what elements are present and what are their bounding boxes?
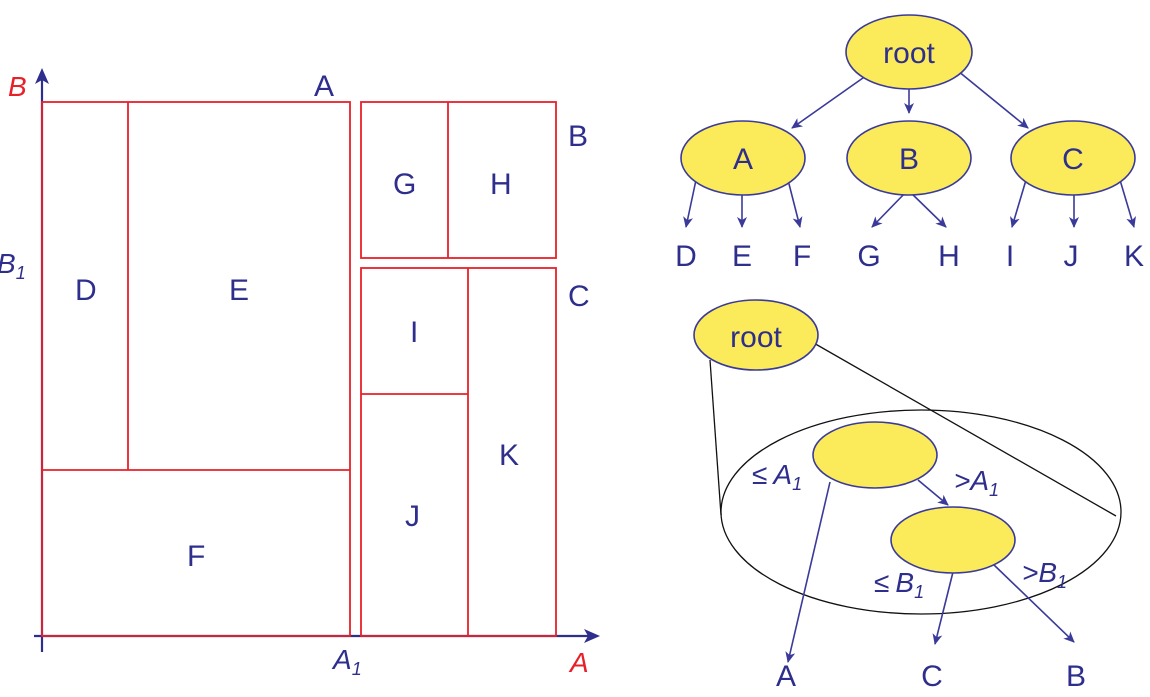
tree-node-c-label: C: [1062, 143, 1084, 176]
x-axis-arrowhead: [584, 629, 600, 643]
edge-root-c: [957, 70, 1029, 129]
leaf-h: H: [938, 240, 960, 273]
group-label-a: A: [314, 70, 334, 103]
split-y-var: B: [0, 248, 16, 279]
region-group-c: [360, 267, 557, 637]
group-label-b: B: [568, 120, 588, 153]
decision-node-b1: [890, 506, 1016, 574]
leaf-f: F: [793, 240, 811, 273]
cond-gt-b1-op: >: [1022, 557, 1038, 588]
leaf-g: G: [857, 240, 880, 273]
region-label-e: E: [229, 274, 249, 307]
edge-c-k: [1119, 179, 1136, 228]
leaf-k: K: [1124, 240, 1144, 273]
y-axis-arrowhead: [35, 68, 49, 84]
decision-leaf-b: B: [1066, 660, 1086, 692]
edge-b-h: [907, 189, 947, 228]
edge-root-a: [791, 72, 871, 129]
region-label-g: G: [393, 168, 416, 201]
decision-tree: root ≤A1 >A1 ≤B1 >B1 A C B: [693, 299, 1122, 693]
split-y-label: B1: [0, 248, 26, 283]
edge-gt-b1: [992, 563, 1075, 643]
cond-gt-a1-sub: 1: [989, 480, 999, 500]
cond-le-a1-op: ≤: [752, 459, 767, 490]
edge-a-f: [787, 179, 803, 228]
cond-gt-a1-var: A: [968, 465, 989, 496]
split-x-label: A1: [331, 644, 362, 679]
tree-node-c: [1010, 120, 1136, 196]
region-label-d: D: [75, 274, 97, 307]
split-x-subscript: 1: [352, 659, 362, 679]
tree-node-a-label: A: [733, 143, 753, 176]
edge-a-d: [683, 179, 697, 228]
cond-le-a1-var: A: [771, 459, 792, 490]
region-label-f: F: [187, 540, 205, 573]
cond-gt-a1: >A1: [954, 465, 999, 500]
cond-le-b1-var: B: [895, 567, 914, 598]
edge-le-a1: [785, 481, 831, 663]
x-axis-label: A: [568, 647, 589, 678]
cond-le-a1: ≤A1: [752, 459, 802, 494]
leaf-d: D: [675, 240, 697, 273]
tree-root-node: [845, 14, 973, 90]
group-label-c: C: [568, 280, 590, 313]
zoom-line-left: [709, 359, 722, 516]
cond-le-b1: ≤B1: [874, 567, 924, 602]
region-label-j: J: [405, 500, 420, 533]
decision-root-label: root: [730, 321, 782, 354]
leaf-i: I: [1006, 240, 1014, 273]
decision-root-node: [693, 299, 819, 371]
edge-le-b1: [932, 571, 954, 645]
split-x-var: A: [331, 644, 352, 675]
y-axis-label: B: [8, 71, 27, 102]
cond-le-b1-op: ≤: [874, 567, 889, 598]
group-tree: root A B C D E F G H I J K: [675, 14, 1144, 273]
edge-b-g: [871, 189, 909, 228]
zoom-line-right: [811, 341, 1117, 517]
region-group-b: [360, 101, 557, 259]
decision-leaf-c: C: [921, 660, 943, 692]
cond-gt-b1: >B1: [1022, 557, 1067, 592]
split-y-subscript: 1: [16, 263, 26, 283]
cond-gt-b1-sub: 1: [1057, 572, 1067, 592]
edge-gt-a1: [917, 479, 949, 506]
region-group-a: [41, 101, 351, 637]
cond-gt-b1-var: B: [1038, 557, 1057, 588]
tree-node-b: [846, 120, 972, 196]
region-label-i: I: [410, 316, 418, 349]
cond-le-b1-sub: 1: [914, 582, 924, 602]
leaf-e: E: [732, 240, 752, 273]
leaf-j: J: [1064, 240, 1079, 273]
cond-le-a1-sub: 1: [792, 474, 802, 494]
partition-panel: B A B1 A1 A B C D E F G H I J K: [0, 68, 600, 679]
region-label-h: H: [490, 168, 512, 201]
cond-gt-a1-op: >: [954, 465, 970, 496]
region-label-k: K: [499, 439, 519, 472]
tree-node-a: [680, 120, 806, 196]
decision-node-a1: [812, 421, 938, 489]
edge-c-i: [1010, 179, 1027, 228]
tree-root-label: root: [883, 37, 935, 70]
tree-node-b-label: B: [899, 143, 919, 176]
decision-leaf-a: A: [776, 660, 796, 692]
zoom-ellipse: [720, 409, 1122, 615]
